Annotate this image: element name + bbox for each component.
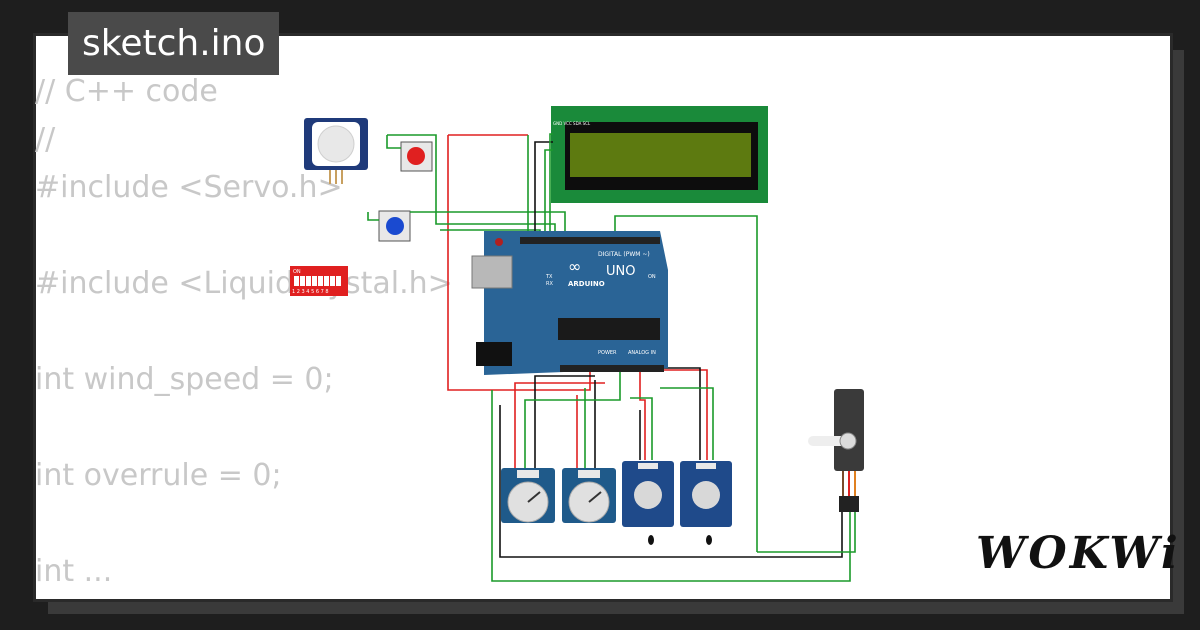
code-line: int wind_speed = 0; [35,362,334,397]
lcd-display[interactable]: GND VCC SDA SCL [551,106,768,203]
power-label: POWER [598,350,617,356]
sensor-module-1[interactable] [622,461,674,545]
servo-motor[interactable] [808,389,864,512]
file-tab[interactable]: sketch.ino [68,12,280,75]
code-line: int overrule = 0; [35,458,282,493]
pir-sensor[interactable] [304,118,368,184]
blue-pushbutton[interactable] [378,210,411,242]
code-editor: // C++ code // #include <Servo.h> #inclu… [35,68,453,596]
arduino-brand-label: ARDUINO [568,280,605,288]
uno-label: UNO [606,264,635,279]
code-line: #include <Servo.h> [35,170,343,205]
wokwi-logo[interactable]: WOKWi [976,528,1181,579]
code-line: // [35,122,56,157]
dip-switch[interactable]: ON 1 2 3 4 5 6 7 8 [290,266,348,296]
sensor-module-2[interactable] [680,461,732,545]
infinity-logo: ∞ [568,257,581,276]
red-pushbutton[interactable] [400,141,433,172]
potentiometer-1[interactable] [501,468,555,523]
dip-numbers: 1 2 3 4 5 6 7 8 [292,289,329,295]
code-line: // C++ code [35,74,218,109]
analog-label: ANALOG IN [628,350,656,356]
arduino-uno[interactable]: DIGITAL (PWM ~) UNO ARDUINO TX RX ON POW… [471,231,668,375]
tx-label: TX [545,274,553,280]
digital-label: DIGITAL (PWM ~) [598,251,650,258]
potentiometer-2[interactable] [562,468,616,523]
rx-label: RX [546,281,553,287]
code-line: int ... [35,554,113,589]
on-label: ON [648,274,656,280]
dip-on-label: ON [293,269,301,275]
lcd-pin-labels: GND VCC SDA SCL [553,121,591,126]
